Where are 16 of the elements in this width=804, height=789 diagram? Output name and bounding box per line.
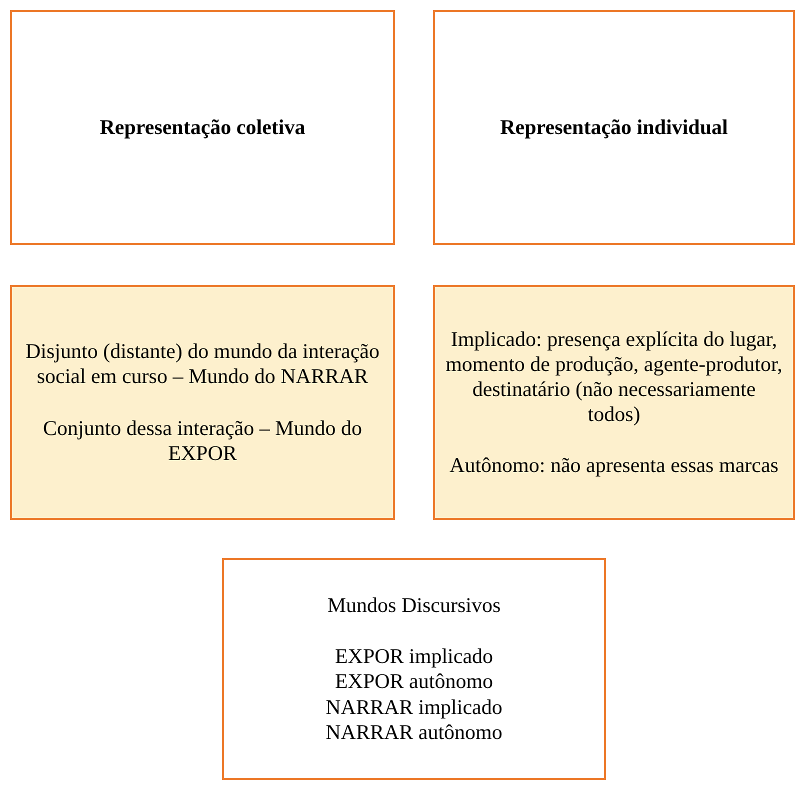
heading: Representação individual [500,114,728,140]
text-card [433,285,795,520]
paragraph: Autônomo: não apresenta essas marcas [450,453,778,478]
paragraph: Disjunto (distante) do mundo da interação social em curso – Mundo do NARRAR [24,339,380,390]
list-heading: Mundos Discursivos [327,593,501,618]
text-box [222,558,606,780]
list-item: NARRAR autônomo [326,720,502,745]
text-card [10,285,395,520]
paragraph: Implicado: presença explícita do lugar, momento de produção, agente-produtor, destinatário (não necessariamente todos) [445,326,783,428]
list-item: EXPOR implicado [334,644,494,670]
text-box [10,10,395,245]
heading: Representação coletiva [100,114,306,140]
list-item: EXPOR autônomo [334,669,494,695]
text-box [433,10,795,245]
paragraph: Conjunto dessa interação – Mundo do EXPOR [42,416,364,466]
list-item: NARRAR implicado [326,694,502,720]
